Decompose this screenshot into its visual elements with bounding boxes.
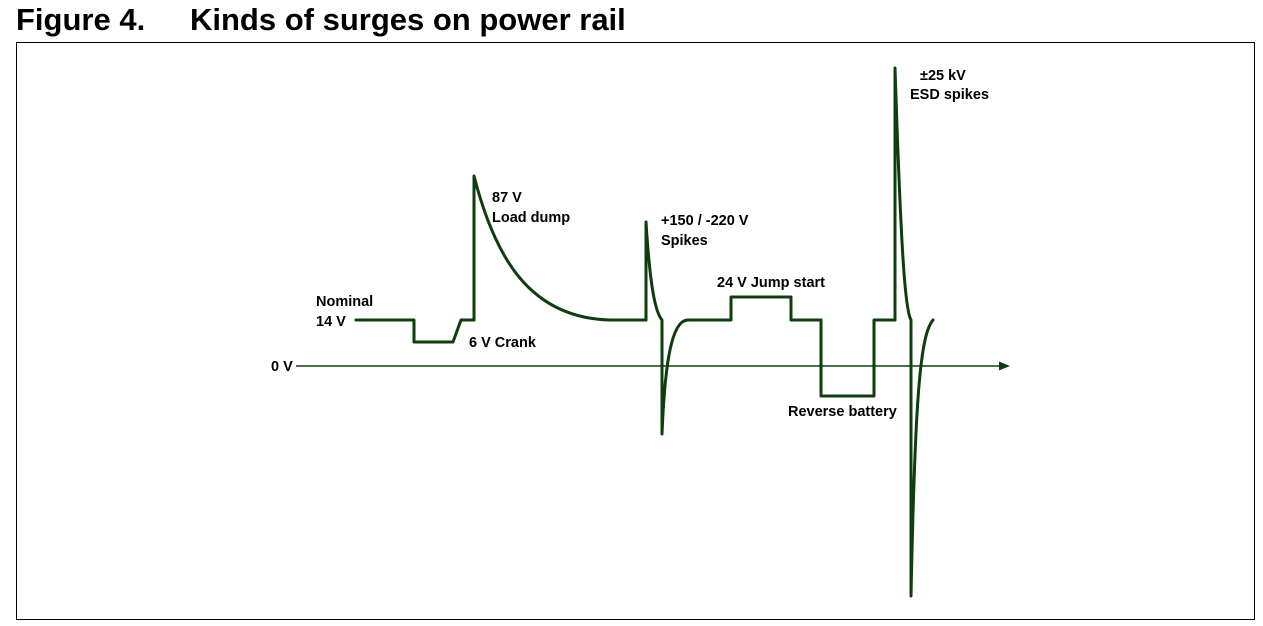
nominal-label: Nominal xyxy=(316,294,373,310)
waveform-reverse-battery xyxy=(819,318,897,398)
spikes-value-label: +150 / -220 V xyxy=(661,213,749,229)
waveform-jump-start xyxy=(686,295,823,322)
waveform-spikes xyxy=(644,220,690,436)
figure-title: Kinds of surges on power rail xyxy=(190,2,626,37)
jump-start-label: 24 V Jump start xyxy=(717,275,825,291)
esd-spikes-label: ESD spikes xyxy=(910,87,989,103)
crank-label: 6 V Crank xyxy=(469,335,537,351)
spikes-label: Spikes xyxy=(661,233,708,249)
esd-value-label: ±25 kV xyxy=(920,68,966,84)
load-dump-value-label: 87 V xyxy=(492,190,522,206)
waveform-load-dump xyxy=(472,174,648,322)
load-dump-label: Load dump xyxy=(492,210,570,226)
waveform-esd-spikes xyxy=(893,66,935,598)
figure-number: Figure 4. xyxy=(16,2,146,37)
figure-frame xyxy=(16,42,1255,620)
waveform-nominal-crank xyxy=(354,318,476,344)
reverse-battery-label: Reverse battery xyxy=(788,404,897,420)
axis-arrowhead xyxy=(999,361,1010,371)
nominal-value-label: 14 V xyxy=(316,314,346,330)
zero-volt-label: 0 V xyxy=(271,359,293,375)
